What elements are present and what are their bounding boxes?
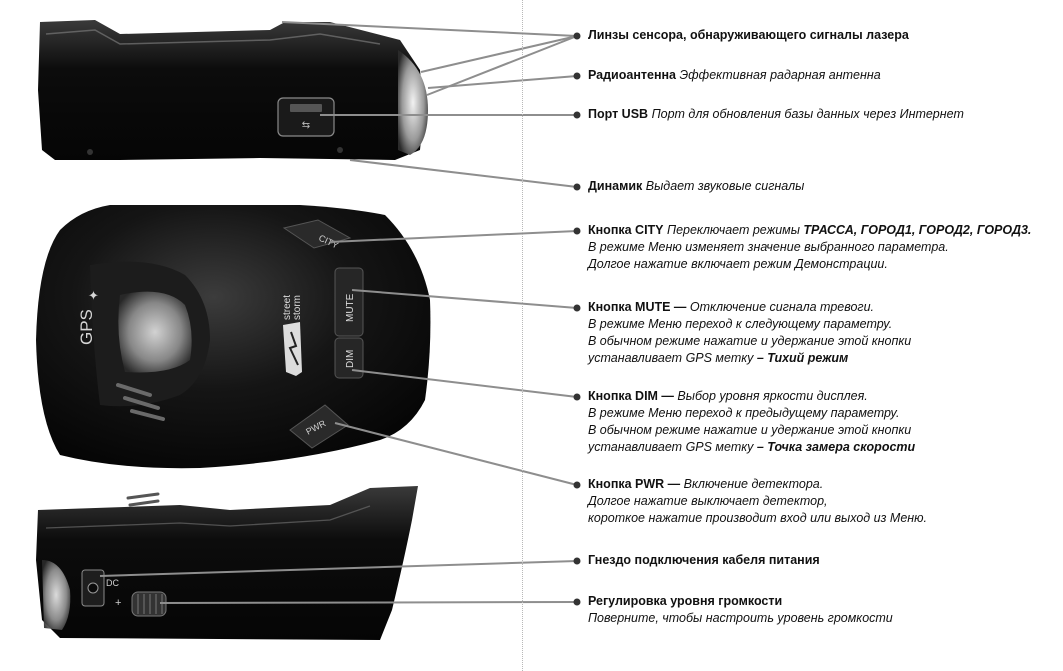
annotation-line: В режиме Меню переход к следующему парам… — [588, 317, 893, 331]
annotation-dim-button: Кнопка DIM — Выбор уровня яркости диспле… — [588, 388, 915, 456]
leader-lines — [99, 21, 578, 604]
plus-label: + — [115, 597, 121, 609]
annotation-power-jack: Гнездо подключения кабеля питания — [588, 552, 820, 569]
mute-button[interactable]: MUTE — [334, 267, 364, 337]
annotation-radio-antenna: Радиоантенна Эффективная радарная антенн… — [588, 67, 881, 84]
annotation-line: короткое нажатие производит вход или вых… — [588, 511, 928, 525]
annotation-line: В обычном режиме нажатие и удержание это… — [588, 334, 912, 348]
leader-dots — [573, 32, 581, 606]
device-back-view: DC + — [36, 486, 418, 640]
annotation-line: Поверните, чтобы настроить уровень громк… — [588, 611, 893, 625]
annotation-mute-button: Кнопка MUTE — Отключение сигнала тревоги… — [588, 299, 911, 367]
annotation-line: В обычном режиме нажатие и удержание это… — [588, 423, 912, 437]
annotation-title: Кнопка DIM — — [588, 389, 674, 403]
dc-label: DC — [106, 578, 119, 588]
svg-text:street: street — [282, 295, 293, 320]
annotation-speaker: Динамик Выдает звуковые сигналы — [588, 178, 804, 195]
svg-text:MUTE: MUTE — [345, 293, 356, 322]
annotation-title: Регулировка уровня громкости — [588, 594, 783, 608]
annotation-laser-lens: Линзы сенсора, обнаруживающего сигналы л… — [588, 27, 909, 44]
annotation-line: Долгое нажатие выключает детектор, — [588, 494, 828, 508]
device-top-view: GPS ✦ street storm CITY MUTE DIM PWR — [36, 205, 431, 469]
svg-text:DIM: DIM — [345, 350, 356, 368]
annotation-modes: ТРАССА, ГОРОД1, ГОРОД2, ГОРОД3. — [803, 223, 1032, 237]
annotation-title: Линзы сенсора, обнаруживающего сигналы л… — [588, 28, 909, 42]
annotation-desc: Эффективная радарная антенна — [679, 68, 881, 82]
svg-text:storm: storm — [292, 295, 303, 320]
annotation-desc: Порт для обновления базы данных через Ин… — [651, 107, 964, 121]
annotation-title: Гнездо подключения кабеля питания — [588, 553, 820, 567]
laser-lens — [398, 50, 428, 155]
annotation-city-button: Кнопка CITY Переключает режимы ТРАССА, Г… — [588, 222, 1031, 273]
annotation-title: Кнопка CITY — [588, 223, 664, 237]
annotation-desc: Выдает звуковые сигналы — [645, 179, 805, 193]
annotation-desc: Выбор уровня яркости дисплея. — [677, 389, 868, 403]
volume-wheel[interactable] — [131, 591, 167, 617]
annotation-title: Кнопка MUTE — — [588, 300, 687, 314]
annotation-volume: Регулировка уровня громкости Поверните, … — [588, 593, 893, 627]
annotation-line: устанавливает GPS метку — [588, 351, 754, 365]
annotation-title: Динамик — [588, 179, 643, 193]
gps-label: GPS — [77, 309, 96, 345]
annotation-pwr-button: Кнопка PWR — Включение детектора. Долгое… — [588, 476, 927, 527]
annotation-line: устанавливает GPS метку — [588, 440, 754, 454]
dotted-divider — [522, 0, 523, 671]
annotation-desc: Переключает режимы — [667, 223, 800, 237]
street-storm-logo: street storm — [282, 295, 303, 376]
satellite-icon: ✦ — [88, 288, 99, 303]
annotation-highlight: – Точка замера скорости — [756, 440, 916, 454]
annotation-line: Долгое нажатие включает режим Демонстрац… — [588, 257, 888, 271]
annotation-desc: Включение детектора. — [683, 477, 824, 491]
device-front-view: ⇆ — [38, 20, 428, 160]
annotation-line: В режиме Меню переход к предыдущему пара… — [588, 406, 900, 420]
svg-text:⇆: ⇆ — [302, 120, 310, 131]
annotation-title: Порт USB — [588, 107, 649, 121]
pwr-button[interactable]: PWR — [289, 404, 349, 449]
annotation-line: В режиме Меню изменяет значение выбранно… — [588, 240, 949, 254]
annotation-title: Кнопка PWR — — [588, 477, 681, 491]
annotation-title: Радиоантенна — [588, 68, 677, 82]
annotation-desc: Отключение сигнала тревоги. — [689, 300, 875, 314]
dim-button[interactable]: DIM — [334, 337, 364, 379]
annotation-usb-port: Порт USB Порт для обновления базы данных… — [588, 106, 964, 123]
annotation-highlight: – Тихий режим — [756, 351, 849, 365]
